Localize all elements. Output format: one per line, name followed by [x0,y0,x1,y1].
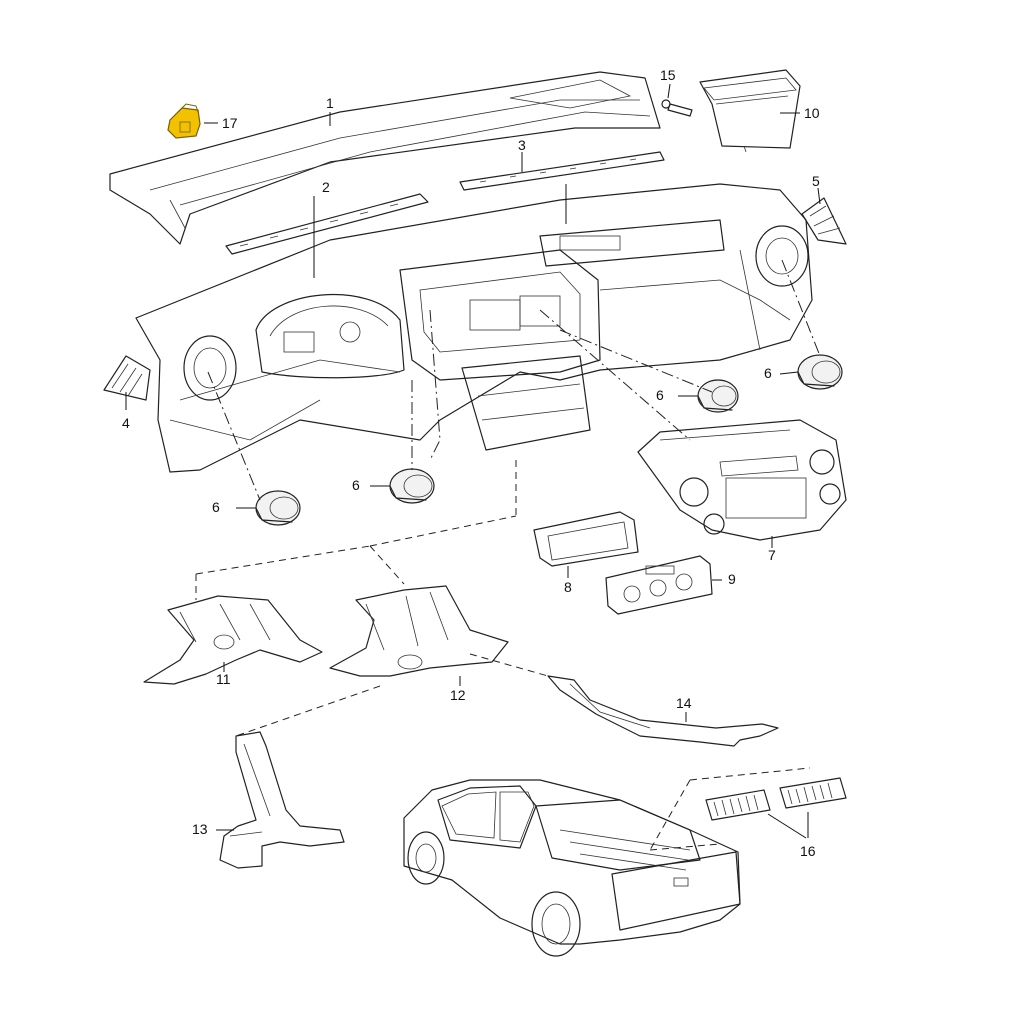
callout-12: 12 [450,687,466,703]
dashboard-panel [135,183,813,473]
part-15-screw [661,99,693,117]
pickup-truck-outline [403,779,741,957]
part-2-defroster-vent-left [225,193,429,255]
part-3-defroster-vent-right [459,151,665,191]
part-6-round-vent-a [255,490,301,526]
callout-6-d: 6 [764,365,772,381]
callout-4: 4 [122,415,130,431]
part-4-side-vent-left [103,355,151,401]
part-6-round-vent-c [697,379,739,413]
callout-6-a: 6 [212,499,220,515]
part-10-storage-box [699,69,801,153]
part-8-radio-trim-frame [533,511,639,567]
callout-15: 15 [660,67,676,83]
callout-6-b: 6 [352,477,360,493]
part-17-clip [167,103,201,139]
callout-2: 2 [322,179,330,195]
callout-9: 9 [728,571,736,587]
part-13-floor-air-duct [219,731,345,869]
callout-labels: 17 1 2 3 4 5 6 6 6 6 7 8 9 10 11 12 13 1… [122,67,820,859]
callout-17: 17 [222,115,238,131]
callout-14: 14 [676,695,692,711]
callout-1: 1 [326,95,334,111]
part-6-round-vent-b [389,468,435,504]
part-14-rear-air-duct [547,675,779,747]
part-12-center-air-duct [329,585,509,677]
part-9-climate-control-panel [605,555,713,615]
callout-8: 8 [564,579,572,595]
part-1-dash-top-cover [109,71,661,245]
part-5-side-vent-right [801,197,847,245]
part-7-center-console-bezel [637,419,847,541]
callout-11: 11 [216,671,231,687]
callout-6-c: 6 [656,387,664,403]
callout-13: 13 [192,821,208,837]
callout-16: 16 [800,843,816,859]
callout-10: 10 [804,105,820,121]
part-16-rear-vent-grilles [705,777,847,821]
callout-5: 5 [812,173,820,189]
leader-lines [125,83,821,839]
callout-3: 3 [518,137,526,153]
assembly-lines [195,259,821,851]
part-11-left-air-duct [143,595,323,685]
part-6-round-vent-d [797,354,843,390]
callout-7: 7 [768,547,776,563]
